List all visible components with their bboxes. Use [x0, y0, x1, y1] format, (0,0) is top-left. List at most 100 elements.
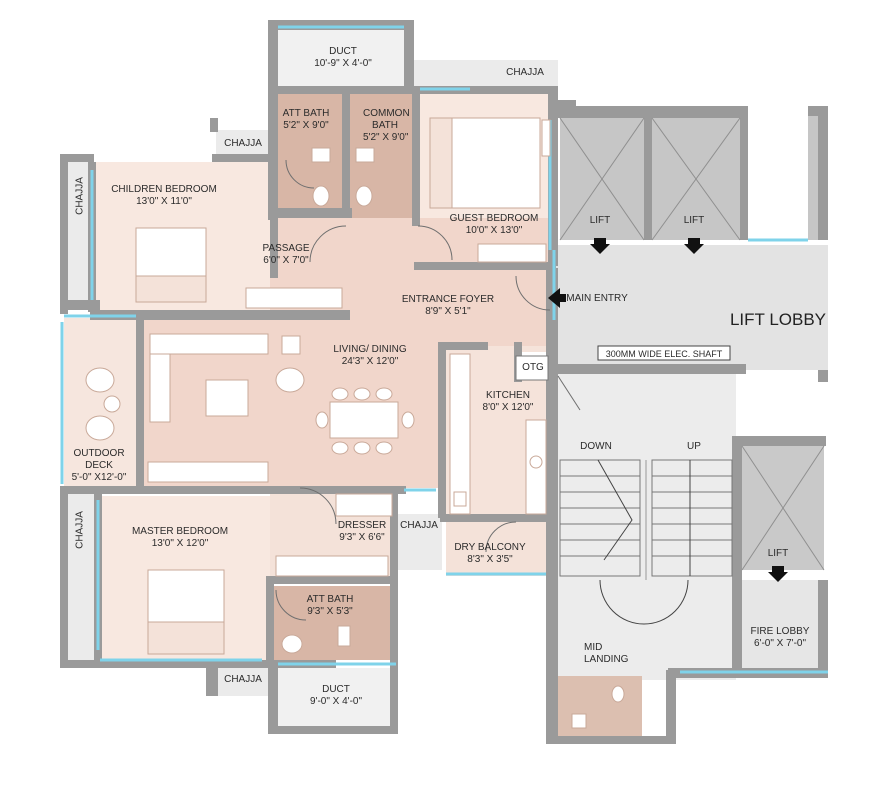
main-entry-label: MAIN ENTRY [566, 293, 628, 305]
wall [390, 488, 398, 730]
lift-1-label: LIFT [590, 215, 611, 227]
outdoor-deck-label: OUTDOOR DECK 5'-0" X12'-0" [71, 448, 127, 484]
duct-top-fill [278, 30, 406, 88]
wall [818, 110, 828, 240]
wall [60, 660, 336, 668]
wall [732, 436, 742, 672]
chajja-left-top-label: CHAJJA [74, 177, 86, 215]
elec-shaft-label: 300MM WIDE ELEC. SHAFT [606, 348, 723, 360]
lift-3-label: LIFT [768, 548, 789, 560]
dresser-label: DRESSER 9'3" X 6'6" [338, 520, 386, 544]
room-name: DRY BALCONY [454, 542, 526, 553]
wall [136, 318, 144, 490]
lift-2-label: LIFT [684, 215, 705, 227]
room-name: OTG [522, 362, 544, 373]
room-dimensions: 9'3" X 6'6" [339, 532, 385, 543]
room-name: ENTRANCE FOYER [401, 294, 495, 305]
wall [60, 154, 68, 314]
room-name: COMMON BATH [363, 108, 410, 131]
room-name: ATT BATH [282, 108, 330, 119]
elec-shaft-bar [597, 345, 731, 361]
fire-lobby-label: FIRE LOBBY 6'-0" X 7'-0" [751, 626, 810, 650]
children-wardrobe [245, 287, 343, 309]
chajja-left-bottom-label: CHAJJA [74, 511, 86, 549]
att-bath-top-label: ATT BATH 5'2" X 9'0" [283, 108, 330, 132]
lift-arrows [548, 238, 788, 582]
wall [414, 262, 556, 270]
chajja-bottom-label: CHAJJA [224, 674, 262, 686]
sofa [149, 333, 269, 355]
children-bedroom-label: CHILDREN BEDROOM 13'0" X 11'0" [111, 184, 217, 208]
room-dimensions: 10'0" X 13'0" [465, 225, 523, 236]
wall [440, 514, 550, 522]
chajja-top-label: CHAJJA [506, 67, 544, 79]
dining-table [329, 401, 399, 439]
mid-landing-bath-fill [558, 676, 642, 736]
room-dimensions: 24'3" X 12'0" [341, 356, 399, 367]
dry-balcony-fill [446, 516, 550, 576]
chajja-bottom-fill [216, 666, 270, 696]
room-name: CHILDREN BEDROOM [111, 184, 217, 195]
room-name: CHAJJA [400, 520, 438, 531]
room-name: PASSAGE [262, 243, 310, 254]
duct-bottom-fill [278, 668, 398, 726]
glazing [60, 25, 828, 674]
room-dimensions: 8'9" X 5'1" [425, 306, 471, 317]
room-dimensions: 6'0" X 7'0" [263, 255, 309, 266]
wall [60, 486, 406, 494]
room-dimensions: 13'0" X 12'0" [151, 538, 209, 549]
wall [268, 208, 352, 218]
wall [268, 20, 278, 220]
otg-label: OTG [522, 362, 544, 374]
room-dimensions: 6'-0" X 7'-0" [753, 638, 807, 649]
chajja-upper-fill [216, 130, 270, 158]
wall [546, 268, 558, 568]
room-name: DRESSER [337, 520, 387, 531]
room-dimensions: 8'3" X 3'5" [467, 554, 513, 565]
wall [268, 86, 418, 94]
wall [60, 154, 94, 162]
wall [644, 106, 652, 240]
dresser-unit [275, 555, 389, 577]
kitchen-label: KITCHEN 8'0" X 12'0" [483, 390, 534, 414]
room-dimensions: 9'-0" X 4'-0" [309, 696, 363, 707]
wall [438, 342, 446, 518]
lift-cross-marks [559, 117, 825, 571]
outdoor-deck-fill [64, 318, 136, 488]
room-name: DUCT [329, 46, 357, 57]
chajja-upper-label: CHAJJA [224, 138, 262, 150]
wall [556, 364, 746, 374]
guest-wardrobe [477, 243, 547, 263]
main-entry-arrow [548, 288, 566, 308]
wall [268, 726, 398, 734]
foyer-fill [350, 266, 555, 346]
room-name: 300MM WIDE ELEC. SHAFT [605, 349, 723, 359]
up-label: UP [687, 441, 701, 453]
mid-landing-label: MID LANDING [584, 642, 628, 666]
wall [270, 218, 278, 278]
att-bath-top-fill [278, 94, 342, 218]
master-bedroom-label: MASTER BEDROOM 13'0" X 12'0" [132, 526, 228, 550]
chajja-mid-label: CHAJJA [400, 520, 438, 532]
wall [548, 86, 558, 266]
room-name: MAIN ENTRY [566, 293, 628, 304]
room-name: FIRE LOBBY [750, 626, 810, 637]
room-dimensions: 5'2" X 9'0" [283, 120, 329, 131]
wall [210, 118, 218, 132]
coffee-table [205, 379, 249, 417]
down-label: DOWN [580, 441, 612, 453]
wall [438, 342, 488, 350]
room-dimensions: 5'2" X 9'0" [363, 132, 409, 143]
room-dimensions: 8'0" X 12'0" [482, 402, 534, 413]
staircase [559, 459, 733, 625]
duct-bottom-label: DUCT 9'-0" X 4'-0" [310, 684, 362, 708]
room-name: DUCT [322, 684, 350, 695]
passage-label: PASSAGE 6'0" X 7'0" [262, 243, 309, 267]
room-name: LIFT [589, 215, 611, 226]
wall [266, 576, 396, 584]
room-name: LIVING/ DINING [333, 344, 407, 355]
entrance-foyer-label: ENTRANCE FOYER 8'9" X 5'1" [402, 294, 494, 318]
room-name: LIFT [683, 215, 705, 226]
wall [60, 300, 100, 310]
